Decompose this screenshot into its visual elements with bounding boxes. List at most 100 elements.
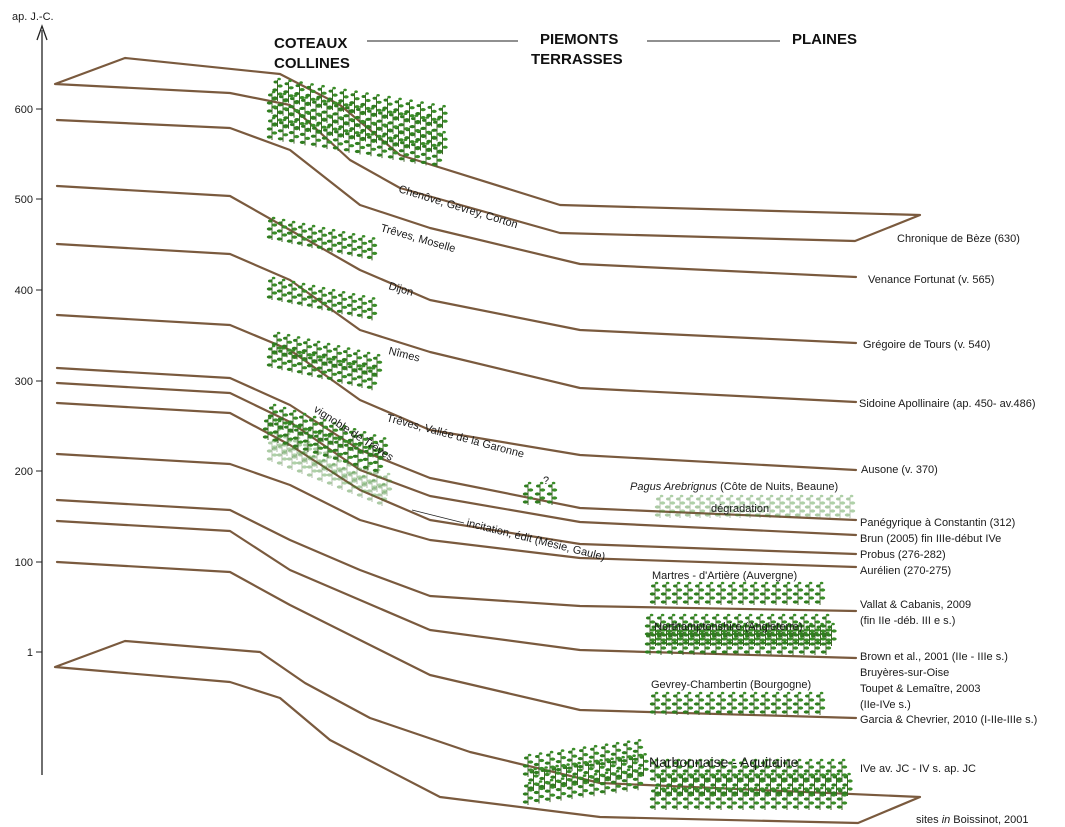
label-question: ? [543, 475, 549, 487]
vine-plant-icon [376, 108, 388, 133]
vine-plant-icon [825, 622, 838, 647]
vine-plant-icon [737, 691, 749, 716]
incitation-pointer [411, 509, 465, 524]
vine-plant-icon [774, 494, 786, 519]
label-pagus: Pagus Arebrignus (Côte de Nuits, Beaune) [630, 481, 838, 493]
vine-plant-icon [544, 750, 556, 775]
vine-plant-icon [834, 494, 846, 519]
vine-plant-icon [299, 95, 311, 120]
vine-plant-icon [436, 104, 449, 129]
vine-plant-icon [803, 758, 815, 783]
vine-plant-icon [522, 481, 534, 506]
label-treves-garonne: Trêves, Vallée de la Garonne [385, 412, 525, 460]
vine-plant-icon [321, 99, 333, 124]
vine-stand-gevrey [649, 691, 826, 716]
vine-plant-icon [522, 781, 534, 806]
vine-plant-icon [599, 742, 611, 768]
plain-labels: Pagus Arebrignus (Côte de Nuits, Beaune)… [630, 481, 838, 770]
vine-plant-icon [266, 116, 278, 141]
vine-plant-icon [704, 691, 716, 716]
vine-stand-question [522, 481, 558, 506]
vine-plant-icon [286, 348, 298, 373]
layer-line [55, 242, 858, 404]
vine-plant-icon [296, 222, 308, 247]
vine-plant-icon [310, 123, 322, 148]
vine-stand-dijon [266, 276, 378, 321]
vine-plant-icon [784, 494, 796, 519]
zone-coteaux: COTEAUX [274, 35, 347, 52]
vine-plant-icon [704, 581, 716, 606]
zone-header: COTEAUX COLLINES PIEMONTS TERRASSES PLAI… [274, 31, 857, 72]
vine-stand-narbonnaise [522, 738, 854, 811]
vine-plant-icon [341, 456, 353, 481]
vine-plant-icon [748, 581, 760, 606]
label-gevrey: Gevrey-Chambertin (Bourgogne) [651, 679, 811, 691]
source-beze: Chronique de Bèze (630) [897, 233, 1020, 245]
source-brun: Brun (2005) fin IIIe-début IVe [860, 533, 1001, 545]
source-toupet: Toupet & Lemaître, 2003 [860, 683, 980, 695]
vine-plant-icon [288, 93, 300, 119]
vine-stand-martres [649, 581, 826, 606]
tick-label: 400 [15, 285, 33, 297]
source-vallat: Vallat & Cabanis, 2009 [860, 599, 971, 611]
vine-plant-icon [336, 359, 348, 385]
source-toupet-period: (IIe-IVe s.) [860, 699, 911, 711]
vine-plant-icon [715, 581, 727, 606]
vine-plant-icon [299, 121, 311, 146]
vine-plant-icon [276, 218, 288, 243]
vine-plant-icon [804, 494, 816, 519]
vine-stand-treves-moselle [266, 216, 378, 261]
vine-plant-icon [726, 581, 738, 606]
layer-line [55, 498, 858, 613]
vine-plant-icon [671, 691, 683, 716]
vine-plant-icon [296, 350, 308, 376]
vine-plant-icon [366, 236, 378, 261]
vine-plant-icon [310, 97, 322, 122]
zone-plaines: PLAINES [792, 31, 857, 48]
vine-plant-icon [316, 226, 328, 251]
source-probus: Probus (276-282) [860, 549, 946, 561]
vine-plant-icon [814, 494, 826, 519]
vine-plant-icon [276, 278, 288, 303]
vine-plant-icon [803, 581, 815, 606]
vine-plant-icon [266, 216, 278, 241]
vine-plant-icon [336, 290, 348, 315]
vine-plant-icon [610, 741, 622, 766]
vine-plant-icon [371, 353, 383, 378]
vine-plant-icon [759, 691, 771, 716]
vine-plant-icon [674, 494, 686, 519]
vine-plant-icon [288, 119, 300, 145]
vine-plant-icon [737, 581, 749, 606]
vine-plant-icon [381, 472, 393, 497]
vine-plant-icon [431, 117, 443, 142]
zone-terrasses: TERRASSES [531, 51, 623, 68]
source-aurelien: Aurélien (270-275) [860, 565, 951, 577]
vine-plant-icon [420, 115, 432, 140]
vine-plant-icon [266, 276, 278, 301]
vine-plant-icon [277, 118, 289, 143]
source-panegyrique: Panégyrique à Constantin (312) [860, 517, 1015, 529]
vine-plant-icon [577, 745, 589, 771]
vine-plant-icon [296, 282, 308, 307]
vine-plant-icon [276, 346, 288, 371]
source-brown: Brown et al., 2001 (IIe - IIIe s.) [860, 651, 1008, 663]
vine-plant-icon [748, 691, 760, 716]
vine-plant-icon [343, 128, 355, 154]
layer-line [55, 184, 858, 345]
vine-plant-icon [361, 464, 373, 489]
axis-unit-label: ap. J.-C. [12, 11, 54, 23]
vine-plant-icon [326, 288, 338, 313]
vine-plant-icon [792, 691, 804, 716]
vine-plant-icon [409, 113, 421, 139]
vine-plant-icon [715, 691, 727, 716]
vine-plant-icon [825, 758, 837, 783]
vine-plant-icon [770, 691, 782, 716]
vine-plant-icon [322, 434, 334, 459]
layer-line [55, 519, 858, 660]
vine-plant-icon [664, 494, 676, 519]
vine-plant-icon [356, 364, 368, 389]
source-sidoine: Sidoine Apollinaire (ap. 450- av.486) [859, 398, 1036, 410]
layer-line [55, 313, 858, 472]
tick-label: 1 [27, 647, 33, 659]
